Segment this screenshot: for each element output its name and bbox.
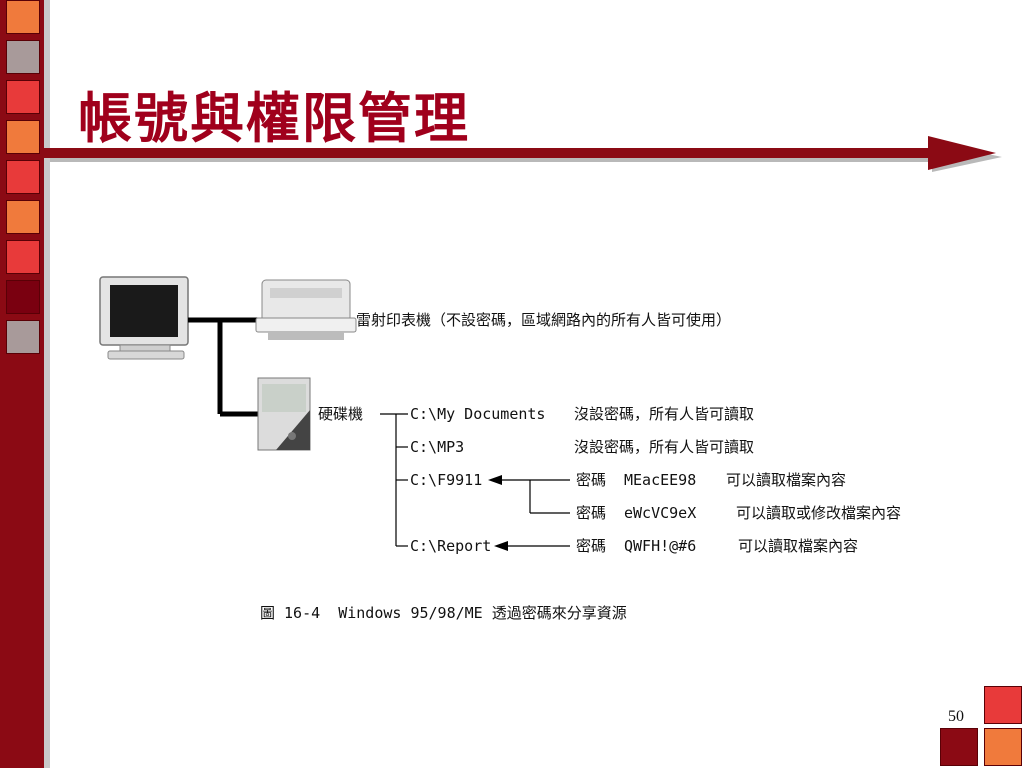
strip-square — [6, 0, 40, 34]
arrow-head — [494, 541, 508, 551]
strip-square — [6, 40, 40, 74]
password-value: MEacEE98 — [624, 471, 696, 489]
strip-shadow — [44, 0, 50, 768]
folder-note: 沒設密碼，所有人皆可讀取 — [574, 438, 754, 456]
corner-square — [940, 728, 978, 766]
folder-path: C:\F9911 — [410, 471, 482, 489]
folder-path: C:\My Documents — [410, 405, 545, 423]
strip-square — [6, 320, 40, 354]
printer-icon — [255, 279, 357, 340]
page-title: 帳號與權限管理 — [78, 86, 470, 150]
folder-tree-lines — [380, 413, 408, 547]
figure-caption: 圖 16-4 Windows 95/98/ME 透過密碼來分享資源 — [260, 604, 627, 622]
printer-label: 雷射印表機（不設密碼，區域網路內的所有人皆可使用） — [356, 311, 731, 329]
password-permission: 可以讀取檔案內容 — [738, 537, 858, 555]
strip-square — [6, 200, 40, 234]
corner-square — [984, 686, 1022, 724]
hard-disk-icon — [257, 377, 311, 451]
disk-label: 硬碟機 — [318, 405, 363, 423]
strip-square — [6, 160, 40, 194]
arrow-head — [488, 475, 502, 485]
password-permission: 可以讀取或修改檔案內容 — [736, 504, 901, 522]
left-decorative-strip — [0, 0, 44, 768]
connector-lines — [188, 317, 260, 417]
password-permission: 可以讀取檔案內容 — [726, 471, 846, 489]
folder-path: C:\Report — [410, 537, 491, 555]
password-value: QWFH!@#6 — [624, 537, 696, 555]
folder-note: 沒設密碼，所有人皆可讀取 — [574, 405, 754, 423]
title-arrow — [44, 136, 1002, 172]
strip-square — [6, 120, 40, 154]
password-label: 密碼 — [576, 537, 606, 555]
password-value: eWcVC9eX — [624, 504, 696, 522]
strip-square — [6, 280, 40, 314]
password-label: 密碼 — [576, 504, 606, 522]
strip-square — [6, 240, 40, 274]
monitor-icon — [99, 276, 189, 360]
corner-square — [984, 728, 1022, 766]
page-number: 50 — [948, 708, 964, 725]
folder-path: C:\MP3 — [410, 438, 464, 456]
password-arrow-lines — [500, 479, 570, 547]
strip-square — [6, 80, 40, 114]
password-label: 密碼 — [576, 471, 606, 489]
